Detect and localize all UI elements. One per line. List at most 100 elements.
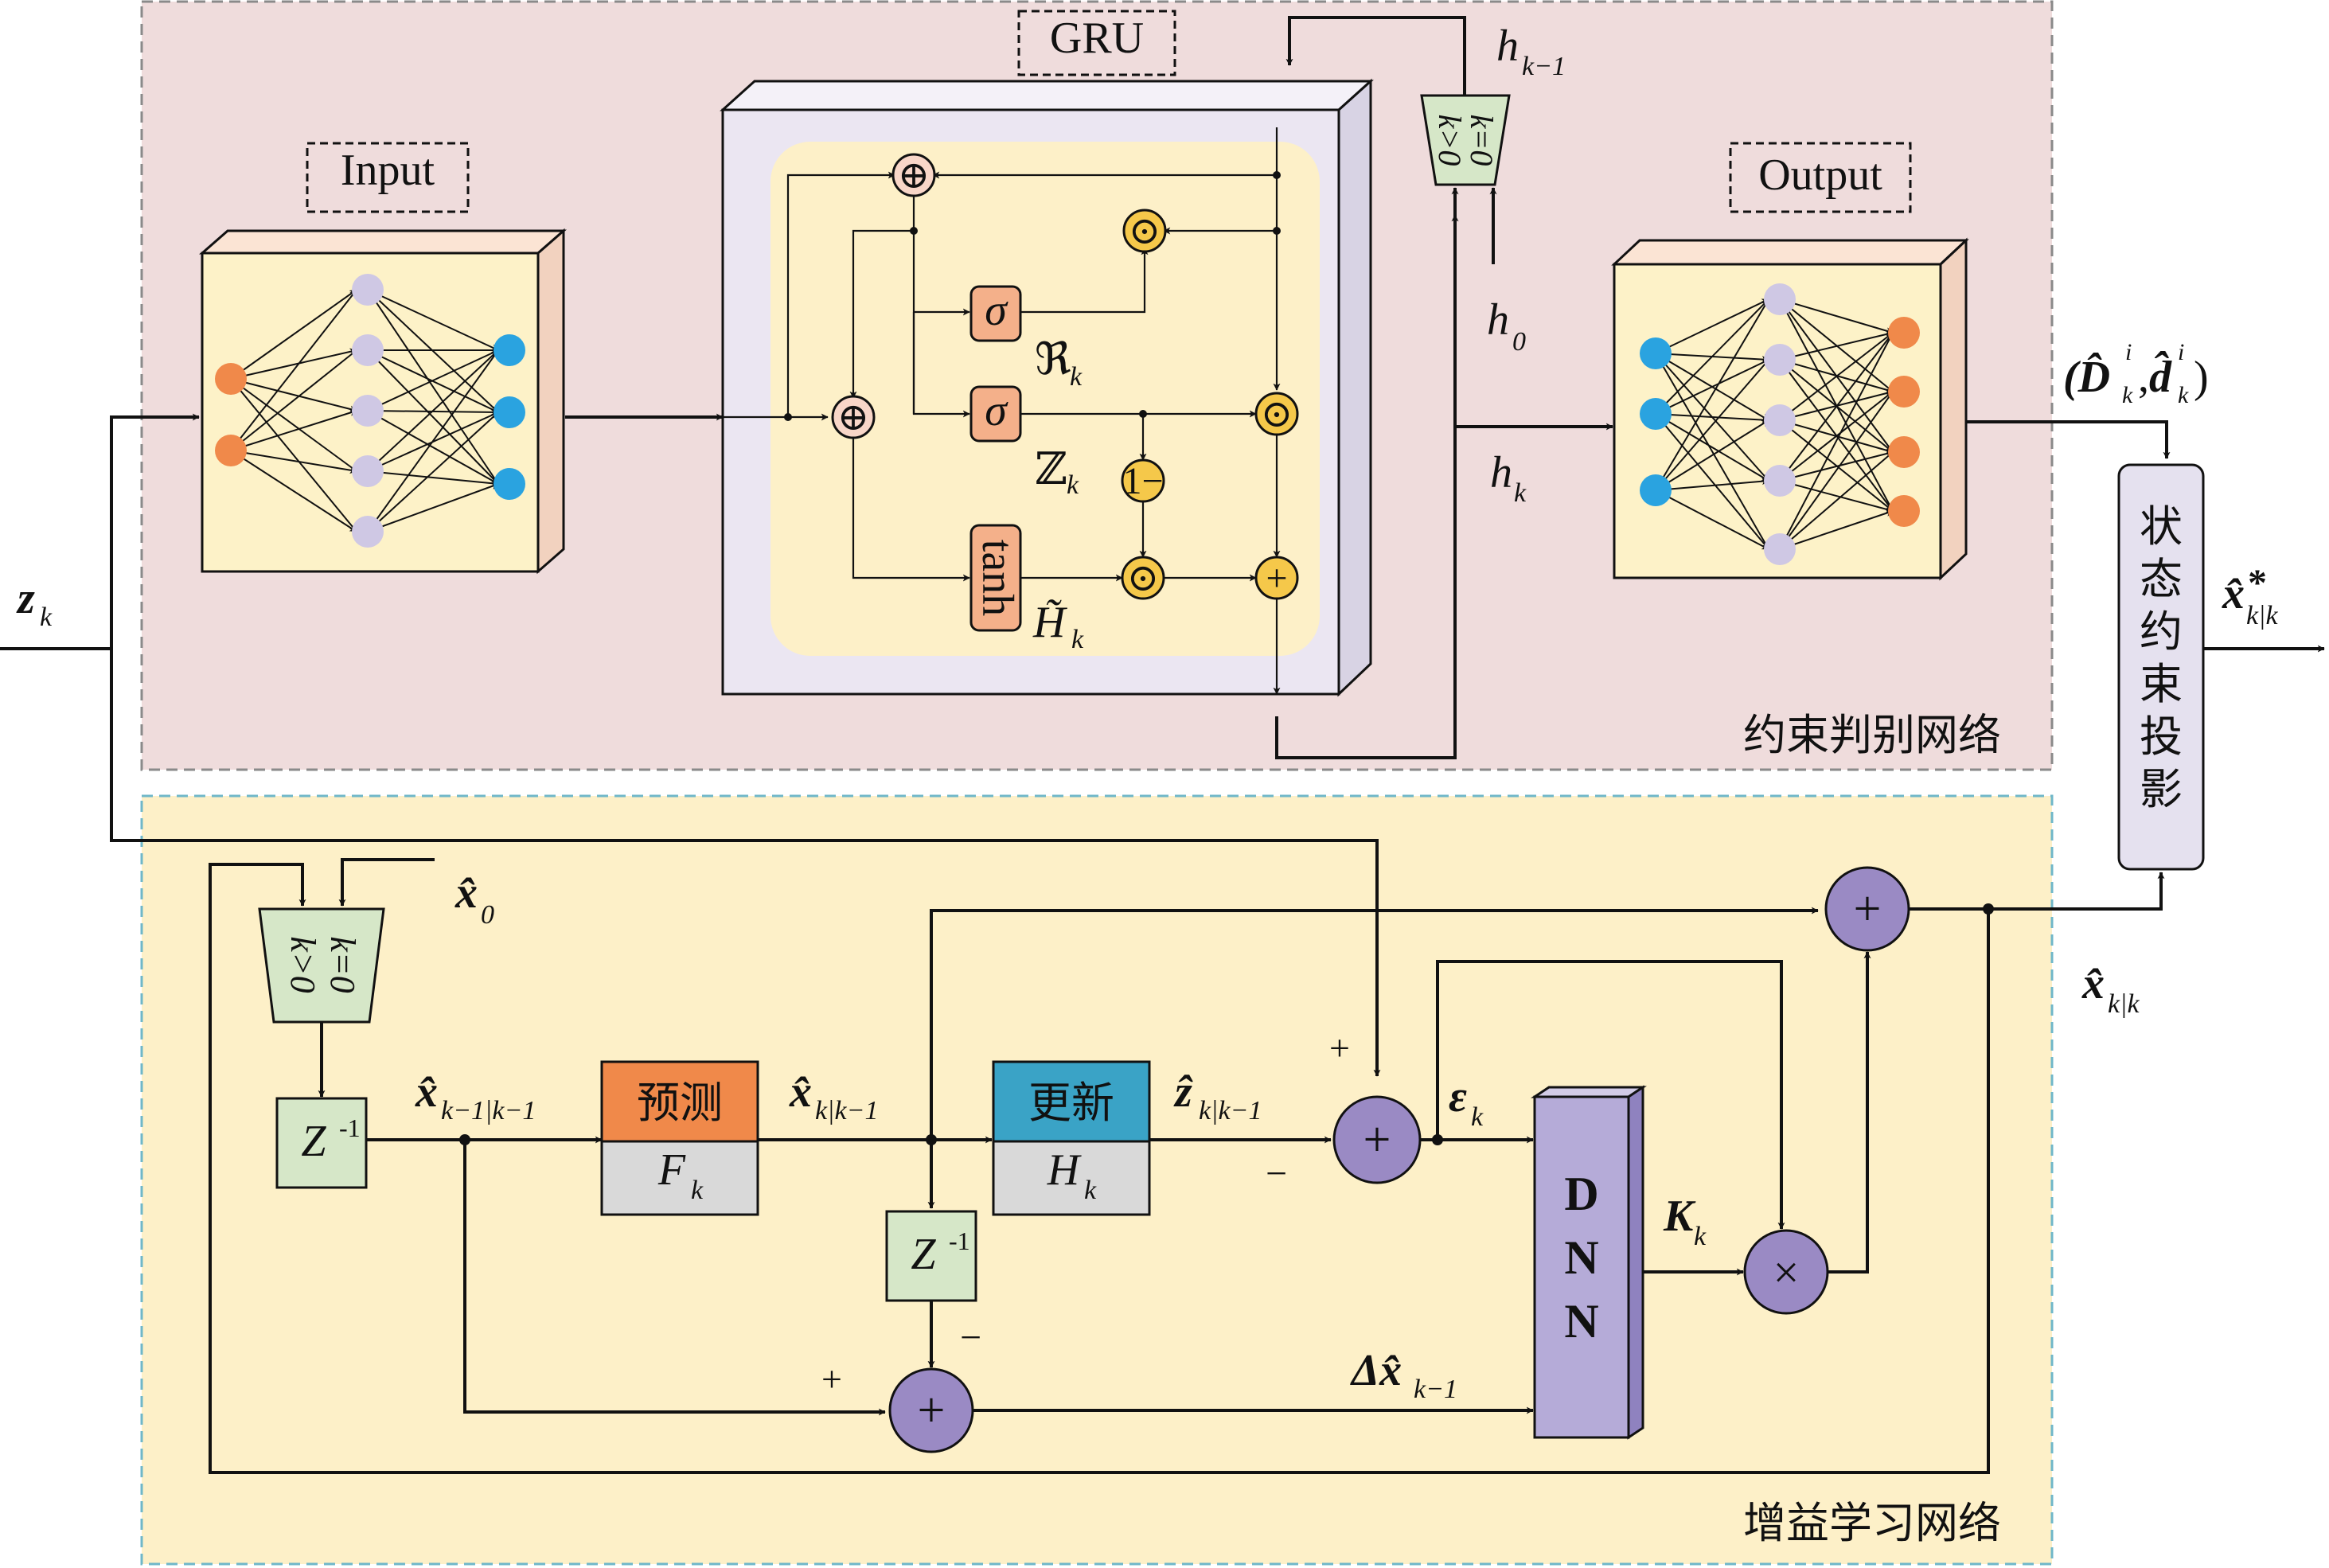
svg-text:k: k [1471,1102,1484,1132]
svg-text:×: × [1773,1246,1800,1298]
bottom-switch-opt2: k=0 [323,936,362,993]
sigma-reset-gate: σ [969,285,1022,342]
nn-edge [230,289,357,380]
nn-edge [1655,419,1769,491]
nn-node [1640,337,1672,369]
svg-text:0: 0 [481,900,494,930]
nn-edge [1779,332,1894,550]
nn-edge [1655,359,1769,415]
constraint-pair-label: (D̂ i k , d̂ i k ) [2063,339,2209,408]
nn-edge [230,349,357,451]
projection-label: 状态约束投影 [2140,501,2183,814]
h-km1-label: h [1496,21,1519,71]
nn-node [352,516,384,548]
svg-text:k: k [1514,478,1527,508]
nn-node [215,435,247,466]
nn-edge [1779,391,1894,482]
svg-text:k: k [691,1176,704,1205]
gain-k-label: K [1663,1192,1696,1241]
nn-node [1764,344,1796,376]
svg-text:⊙: ⊙ [1129,210,1161,252]
nn-node [493,334,525,366]
predict-block: 预测 F k [600,1060,759,1216]
plus-sign-delta: + [821,1359,842,1399]
nn-edge [230,289,357,451]
nn-node [215,363,247,395]
one-minus-icon: 1− [1121,458,1165,503]
nn-node [1764,283,1796,315]
svg-text:⊙: ⊙ [1261,393,1293,435]
top-region-label: 约束判别网络 [1743,710,2001,760]
nn-node [493,396,525,428]
svg-text:H: H [1047,1145,1082,1195]
sigma-update-gate: σ [969,385,1022,443]
nn-node [352,395,384,427]
svg-text:-1: -1 [339,1114,361,1142]
nn-node [1888,436,1920,468]
plus-sign-innov: + [1329,1028,1350,1068]
svg-text:-1: -1 [949,1227,970,1255]
svg-text:*: * [2248,562,2267,604]
svg-text:tanh: tanh [973,540,1022,616]
nn-edge [1779,332,1894,421]
reset-gate-sub: k [1070,362,1083,392]
svg-text:i: i [2178,339,2184,365]
gru-wiring [565,127,1613,759]
top-switch-opt2: k=0 [1464,115,1500,166]
nn-edge [1655,298,1769,354]
nn-edge [1655,490,1769,550]
nn-edge [230,378,357,532]
eps-label: ε [1449,1072,1467,1121]
nn-node [1764,404,1796,436]
svg-text:+: + [1266,557,1287,599]
svg-text:k: k [1084,1176,1097,1205]
nn-edge [1779,298,1894,334]
candidate-symbol: H̃ [1032,598,1067,647]
nn-node [1640,398,1672,430]
x-kkm1-label: x̂ [789,1067,812,1117]
x-hat-0-label: x̂ [454,868,478,918]
delay-z-inv-mid: Z -1 [885,1210,977,1302]
z-k-label: z [16,574,35,623]
output-label: Output [1758,150,1882,200]
nn-node [1888,317,1920,349]
top-switch: k>0 k=0 [1420,94,1511,186]
gru-label-box [1017,10,1176,76]
svg-text:k|k: k|k [2108,989,2140,1019]
nn-edge [1779,451,1894,550]
minus-sign-innov: − [1266,1153,1287,1195]
svg-text:d̂: d̂ [2149,350,2172,402]
nn-node [1888,376,1920,408]
svg-text:+: + [918,1383,946,1437]
svg-text:k|k: k|k [2246,601,2278,630]
h-0-label: h [1487,295,1509,345]
svg-text:+: + [1854,882,1882,936]
svg-text:Z: Z [911,1230,936,1279]
constraint-projection-block: 状态约束投影 [2117,463,2205,871]
bottom-switch-opt1: k>0 [283,936,322,993]
xor-mid-icon: ⊕ [831,395,876,439]
nn-node [1764,465,1796,497]
nn-edge [1655,478,1769,491]
nn-edge [230,409,357,451]
svg-text:k: k [1694,1222,1707,1251]
xor-top-icon: ⊕ [891,153,936,197]
output-label-box [1729,142,1912,213]
reset-gate-symbol: ℜ [1035,335,1071,384]
nn-edge [230,348,357,380]
nn-edge [367,470,499,487]
svg-text:i: i [2125,339,2132,365]
x-kk-label: x̂ [2081,959,2105,1008]
nn-edge [230,378,357,413]
nn-edge [367,289,499,351]
svg-text:k|k−1: k|k−1 [815,1096,878,1125]
bottom-switch: k>0 k=0 [258,907,385,1024]
sum-innovation-icon: + [1332,1095,1422,1184]
svg-text:⊙: ⊙ [1127,557,1159,599]
top-switch-opt1: k>0 [1432,115,1468,166]
nn-node [1640,474,1672,506]
nn-edge [1779,391,1894,550]
svg-text:0: 0 [1512,327,1526,357]
